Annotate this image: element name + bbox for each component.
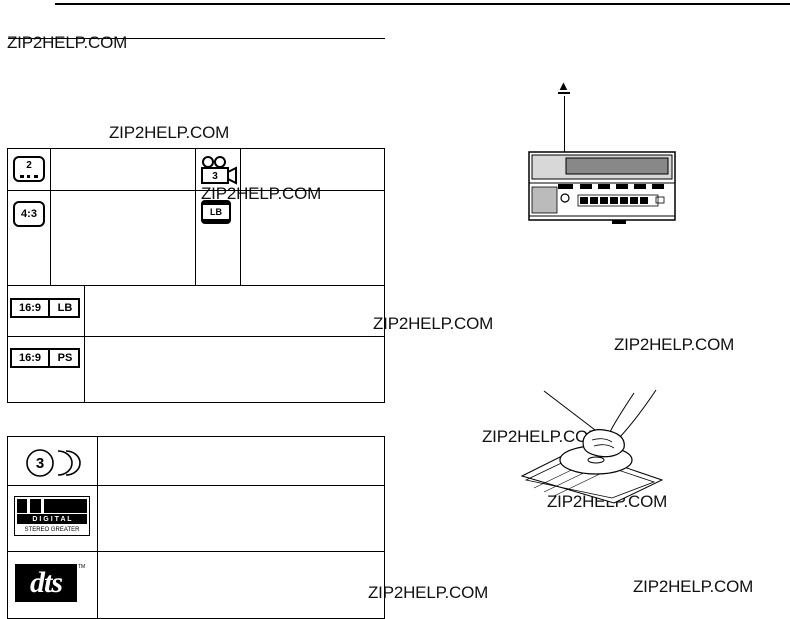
logo-bar-block bbox=[17, 499, 87, 513]
eject-pointer-line bbox=[564, 96, 565, 192]
table-row-divider bbox=[7, 190, 385, 191]
camera-icon-number: 3 bbox=[212, 170, 218, 182]
section-rule bbox=[8, 38, 385, 39]
wide-letterbox-icon: 16:9 LB bbox=[10, 298, 80, 318]
table-col-divider bbox=[50, 148, 51, 285]
wide-panscan-icon: 16:9 PS bbox=[10, 348, 80, 368]
wide-ps-label: PS bbox=[57, 352, 73, 364]
letterbox-icon: LB bbox=[201, 200, 231, 224]
wide-ratio-label: 16:9 bbox=[12, 350, 50, 366]
watermark: ZIP2HELP.COM bbox=[201, 184, 322, 203]
wide-lb-label: LB bbox=[57, 302, 73, 314]
watermark: ZIP2HELP.COM bbox=[633, 577, 754, 596]
disc-loading-illustration bbox=[520, 389, 664, 504]
top-rule bbox=[55, 3, 790, 5]
logo-bar-gap bbox=[27, 499, 30, 513]
watermark: ZIP2HELP.COM bbox=[482, 427, 603, 446]
dts-logo: dts bbox=[15, 564, 77, 602]
table-col-divider bbox=[97, 436, 98, 619]
watermark: ZIP2HELP.COM bbox=[7, 33, 128, 52]
watermark: ZIP2HELP.COM bbox=[109, 123, 230, 142]
cd-3inch-number: 3 bbox=[35, 454, 45, 472]
eject-symbol-bar bbox=[558, 92, 570, 94]
table-row-divider bbox=[7, 285, 385, 286]
letterbox-bar-bottom bbox=[203, 219, 229, 222]
letterbox-label: LB bbox=[210, 207, 222, 217]
wide-ratio-label: 16:9 bbox=[12, 300, 50, 316]
multi-angle-dots bbox=[20, 172, 38, 178]
table-col-divider bbox=[240, 148, 241, 285]
eject-symbol: ▲ bbox=[557, 78, 570, 93]
table-col-divider bbox=[195, 148, 196, 285]
table-col-divider bbox=[84, 285, 85, 403]
watermark: ZIP2HELP.COM bbox=[614, 335, 735, 354]
dts-trademark: TM bbox=[78, 564, 86, 570]
cd-3inch-icon bbox=[26, 449, 81, 477]
multi-angle-icon: 2 bbox=[13, 156, 45, 182]
watermark: ZIP2HELP.COM bbox=[368, 583, 489, 602]
letterbox-bar-top bbox=[203, 202, 229, 205]
dvd-player-illustration bbox=[528, 151, 676, 224]
digital-stereo-logo: D I G I T A L STEREO GREATER bbox=[14, 496, 90, 536]
camera-icon bbox=[201, 156, 237, 185]
multi-angle-number: 2 bbox=[26, 159, 32, 171]
table-row-divider bbox=[7, 336, 385, 337]
disc-icon-table bbox=[7, 148, 385, 403]
table-row-divider bbox=[7, 551, 385, 552]
table-row-divider bbox=[7, 485, 385, 486]
watermark: ZIP2HELP.COM bbox=[373, 314, 494, 333]
digital-logo-subtext: STEREO GREATER bbox=[24, 527, 80, 533]
ratio-4-3-icon: 4:3 bbox=[13, 201, 45, 227]
logo-bar-gap bbox=[41, 499, 44, 513]
digital-logo-text: D I G I T A L bbox=[17, 514, 87, 524]
